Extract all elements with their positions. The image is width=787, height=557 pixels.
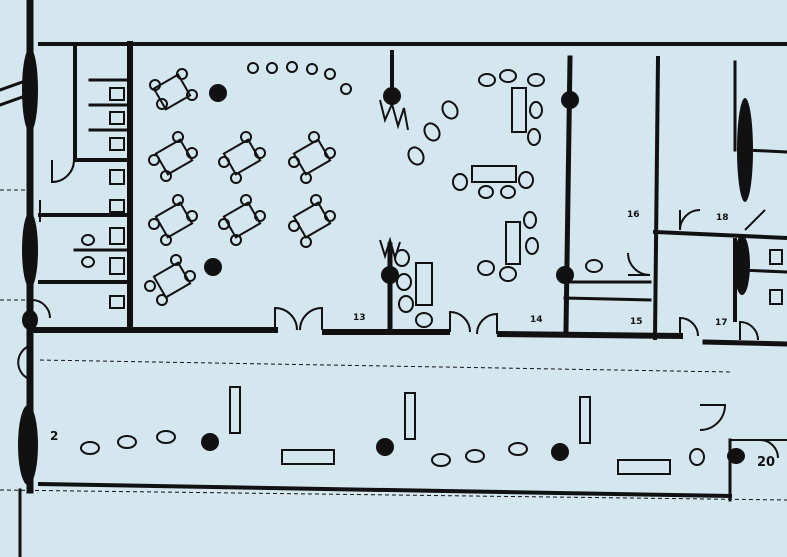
radiator xyxy=(379,99,409,131)
desk-cluster xyxy=(144,254,196,306)
dashed-window-lines xyxy=(0,189,787,501)
seminar-room-furniture xyxy=(247,61,545,328)
table-with-chairs xyxy=(477,211,539,282)
room-label-15: 15 xyxy=(630,317,643,327)
structural-columns xyxy=(18,48,753,485)
room-label-13: 13 xyxy=(353,313,366,323)
corridor-furniture xyxy=(80,386,705,475)
desk-cluster xyxy=(148,194,198,246)
stacked-chairs xyxy=(247,61,352,95)
room-label-17: 17 xyxy=(715,318,728,328)
radiator xyxy=(379,236,401,262)
desk-cluster xyxy=(218,131,266,184)
loose-chairs xyxy=(407,100,459,166)
room-labels: 2 13 14 15 16 17 18 20 xyxy=(50,210,775,470)
room-label-2: 2 xyxy=(50,429,58,443)
table-with-chairs xyxy=(452,165,534,199)
room-label-20: 20 xyxy=(757,455,775,470)
desk-cluster xyxy=(288,194,336,248)
desk-cluster xyxy=(288,131,336,184)
table-with-chairs xyxy=(394,249,433,328)
desk-cluster xyxy=(149,68,198,111)
desk-clusters xyxy=(144,68,336,306)
room-label-18: 18 xyxy=(716,213,729,223)
desk-cluster xyxy=(148,131,198,182)
table-with-chairs xyxy=(478,69,545,146)
doors xyxy=(17,159,779,459)
sanitary-fixtures xyxy=(81,87,783,309)
desk-cluster xyxy=(218,194,266,246)
room-label-14: 14 xyxy=(530,315,543,325)
room-label-16: 16 xyxy=(627,210,640,220)
